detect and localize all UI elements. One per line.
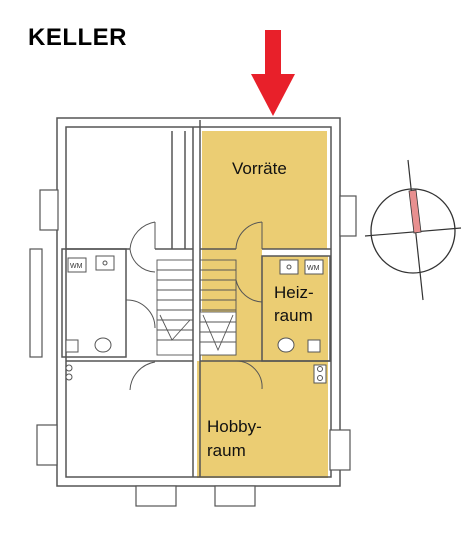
room-hobbyraum-label-2: raum xyxy=(207,441,246,460)
room-hobbyraum-label-1: Hobby- xyxy=(207,417,262,436)
room-vorraete-label: Vorräte xyxy=(232,159,287,178)
arrow-down-icon xyxy=(251,30,295,116)
room-heizraum-label-1: Heiz- xyxy=(274,283,314,302)
room-heizraum-label-2: raum xyxy=(274,306,313,325)
appliance-label-left: WM xyxy=(70,263,83,270)
appliance-label-right: WM xyxy=(307,265,320,272)
compass-icon xyxy=(364,159,462,301)
page-title: KELLER xyxy=(28,24,127,51)
